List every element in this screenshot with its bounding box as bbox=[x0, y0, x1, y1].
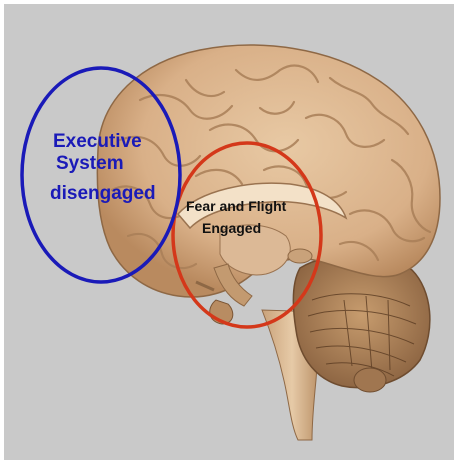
executive-label-line1: Executive bbox=[53, 131, 142, 153]
fear-label-line1: Fear and Flight bbox=[186, 197, 286, 215]
executive-label-line3: disengaged bbox=[50, 183, 156, 205]
executive-label-line2: System bbox=[56, 153, 124, 175]
cerebellum-tonsil bbox=[354, 368, 386, 392]
pineal-area bbox=[288, 249, 312, 263]
fear-label-line2: Engaged bbox=[202, 219, 261, 237]
